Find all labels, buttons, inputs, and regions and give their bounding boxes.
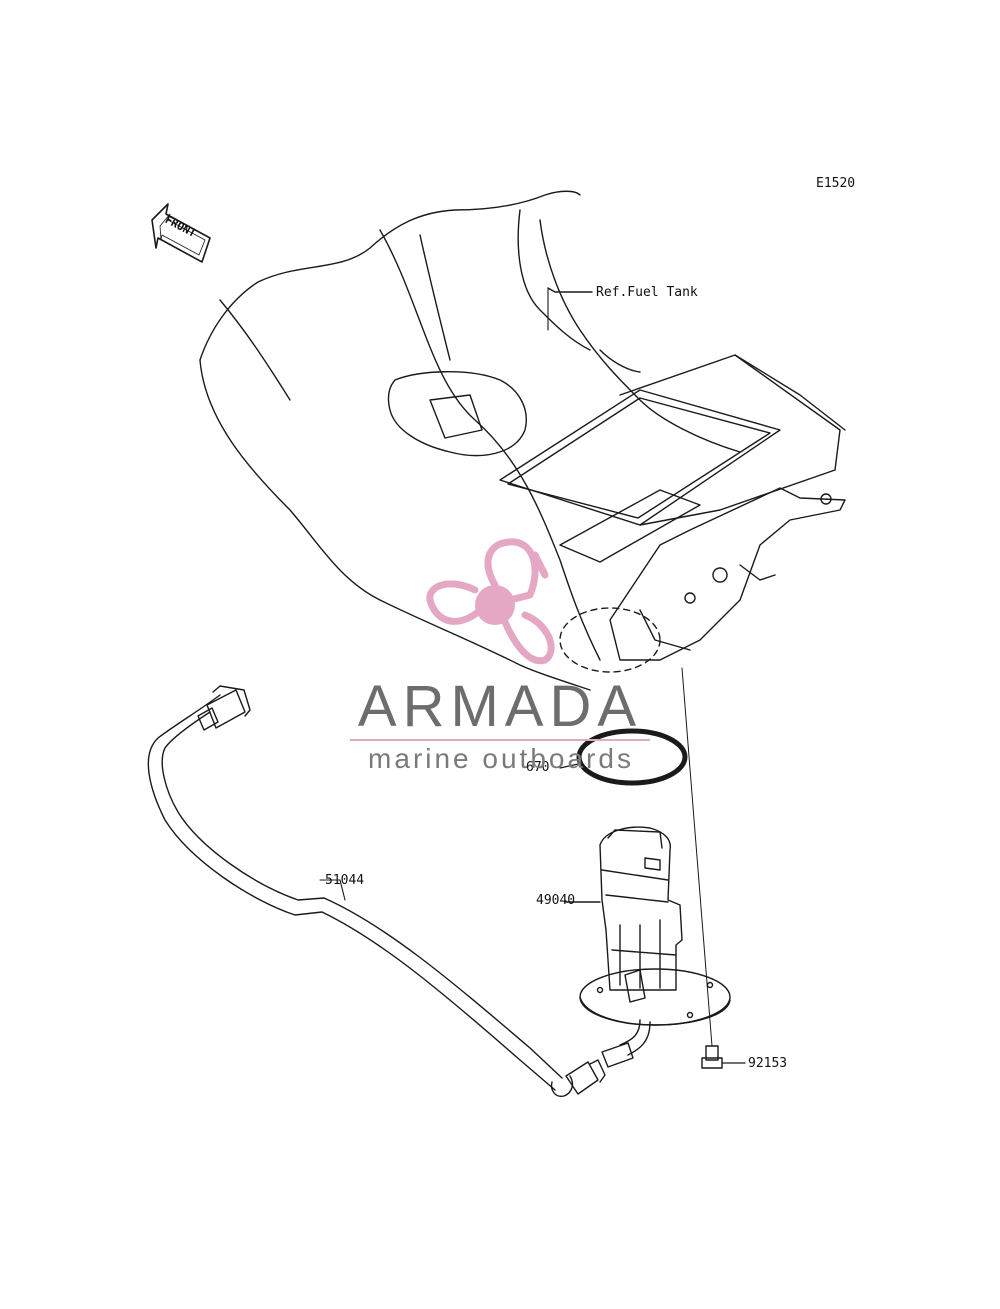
part-number-o-ring: 670 xyxy=(526,760,550,775)
fuel-pump-part xyxy=(565,826,731,1068)
bolt-alignment-line xyxy=(681,667,713,1047)
o-ring-part xyxy=(559,728,688,786)
watermark-rule xyxy=(350,739,650,741)
part-number-fuel-hose: 51044 xyxy=(325,873,365,888)
fuel-tank-top-deck xyxy=(387,349,846,563)
part-number-fuel-pump: 49040 xyxy=(536,893,576,908)
fuel-tank-outline xyxy=(199,190,741,691)
watermark-title: ARMADA xyxy=(357,674,643,739)
watermark-propeller-icon xyxy=(426,538,555,665)
fuel-tank-bracket xyxy=(609,487,846,661)
diagram-code: E1520 xyxy=(816,176,856,191)
watermark-subtitle: marine outboards xyxy=(368,743,634,774)
bolt-part xyxy=(701,1045,746,1069)
ref-fuel-tank-leader xyxy=(547,287,593,293)
part-number-bolt: 92153 xyxy=(748,1056,788,1071)
fuel-hose-part xyxy=(147,685,606,1097)
front-arrow-icon xyxy=(151,203,211,263)
ref-fuel-tank-label: Ref.Fuel Tank xyxy=(596,285,698,300)
pump-mount-dashed-circle xyxy=(559,607,661,673)
